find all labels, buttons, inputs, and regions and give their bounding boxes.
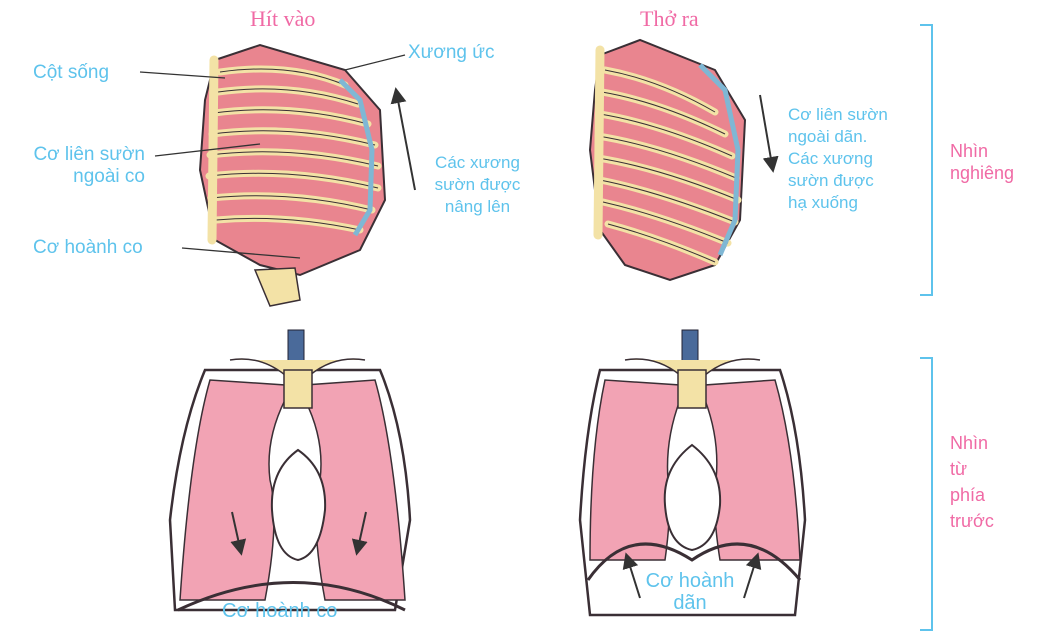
inhale-front-view	[170, 330, 410, 610]
intercostal-line-1: Cơ liên sườn	[0, 144, 145, 166]
ribs-raised-label: Các xương sườn được nâng lên	[420, 152, 535, 218]
exhale-line-3: Các xương	[788, 148, 888, 170]
exhale-line-1: Cơ liên sườn	[788, 104, 888, 126]
front-view-line-3: phía	[950, 482, 994, 508]
relax-line-2: dãn	[630, 592, 750, 614]
front-view-line-4: trước	[950, 508, 994, 534]
intercostal-line-2: ngoài co	[0, 166, 145, 188]
exhale-line-2: ngoài dãn.	[788, 126, 888, 148]
oblique-view-line-2: nghiêng	[950, 162, 1014, 184]
sternum-label: Xương ức	[408, 42, 494, 64]
ribs-raised-line-2: sườn được	[420, 174, 535, 196]
ribs-down-arrow	[760, 95, 772, 165]
ribs-raised-line-1: Các xương	[420, 152, 535, 174]
inhale-ribcage	[200, 45, 385, 306]
ribs-raised-line-3: nâng lên	[420, 196, 535, 218]
ribs-up-arrow	[397, 95, 415, 190]
exhale-line-5: hạ xuống	[788, 192, 888, 214]
diaphragm-contract-label: Cơ hoành co	[33, 237, 143, 259]
front-view-bracket	[920, 358, 932, 630]
exhale-ribcage	[590, 40, 745, 280]
relax-line-1: Cơ hoành	[630, 570, 750, 592]
inhale-heading: Hít vào	[250, 6, 315, 32]
front-view-line-2: từ	[950, 456, 994, 482]
oblique-view-bracket	[920, 25, 932, 295]
front-view-line-1: Nhìn	[950, 430, 994, 456]
spine-label: Cột sống	[33, 62, 109, 84]
oblique-view-line-1: Nhìn	[950, 140, 1014, 162]
exhale-description-label: Cơ liên sườn ngoài dãn. Các xương sườn đ…	[788, 104, 888, 214]
front-view-label: Nhìn từ phía trước	[950, 430, 994, 534]
front-diaphragm-contract-label: Cơ hoành co	[222, 600, 337, 622]
front-diaphragm-relax-label: Cơ hoành dãn	[630, 570, 750, 614]
oblique-view-label: Nhìn nghiêng	[950, 140, 1014, 184]
intercostal-label: Cơ liên sườn ngoài co	[0, 144, 145, 188]
exhale-line-4: sườn được	[788, 170, 888, 192]
exhale-heading: Thở ra	[640, 6, 699, 32]
